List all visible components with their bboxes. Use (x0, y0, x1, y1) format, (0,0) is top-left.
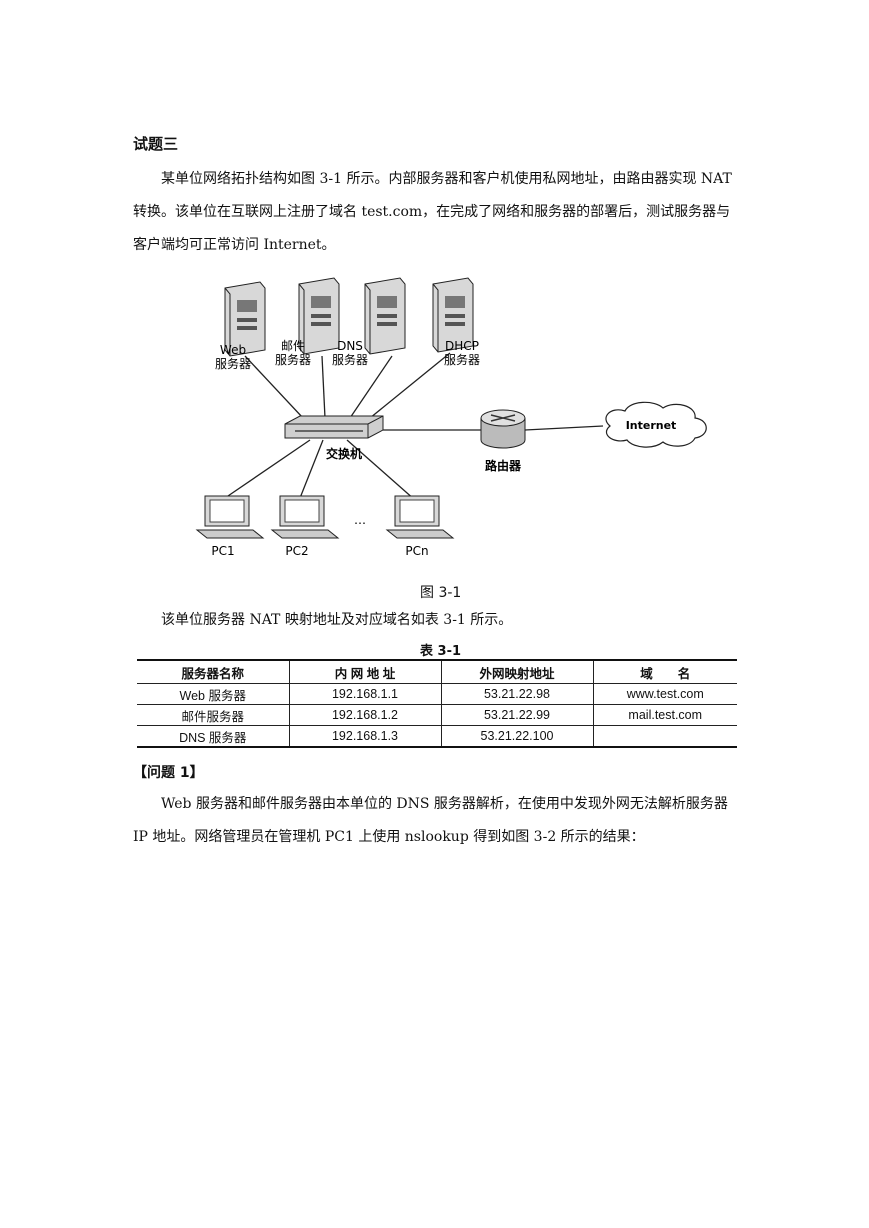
cell-external-address: 53.21.22.100 (440, 725, 594, 747)
pc-ellipsis: … (354, 513, 366, 527)
cell-internal-address: 192.168.1.3 (288, 725, 442, 747)
router-icon (480, 409, 526, 449)
mail-server-label-2: 服务器 (275, 352, 311, 367)
mail-server-icon (298, 277, 340, 355)
question-1-text: Web 服务器和邮件服务器由本单位的 DNS 服务器解析，在使用中发现外网无法解… (133, 796, 728, 845)
cell-external-address: 53.21.22.98 (440, 683, 594, 705)
mail-server-label-1: 邮件 (281, 339, 305, 353)
question-1-title: 【问题 1】 (133, 765, 204, 781)
connection-lines (224, 352, 604, 501)
dhcp-server-label-2: 服务器 (444, 352, 480, 367)
cell-server-name: DNS 服务器 (137, 725, 290, 747)
dhcp-server-icon (432, 277, 474, 353)
web-server-label-2: 服务器 (215, 356, 251, 371)
dns-server-icon (364, 277, 406, 355)
pc2-label: PC2 (285, 544, 308, 558)
cell-internal-address: 192.168.1.1 (288, 683, 442, 705)
question-1-paragraph: Web 服务器和邮件服务器由本单位的 DNS 服务器解析，在使用中发现外网无法解… (133, 788, 743, 854)
cell-external-address: 53.21.22.99 (440, 704, 594, 726)
cell-domain (592, 725, 737, 747)
table-caption: 表 3-1 (420, 644, 462, 659)
pcn-icon (385, 495, 455, 539)
internet-label: Internet (626, 419, 677, 432)
pcn-label: PCn (405, 544, 428, 558)
router-label: 路由器 (485, 458, 522, 473)
cell-domain: mail.test.com (592, 704, 737, 726)
table-row: Web 服务器 192.168.1.1 53.21.22.98 www.test… (137, 683, 737, 705)
nat-mapping-table: 服务器名称 内 网 地 址 外网映射地址 域 名 Web 服务器 192.168… (137, 659, 737, 748)
header-server-name: 服务器名称 (137, 660, 290, 684)
cell-domain: www.test.com (592, 683, 737, 705)
section-title: 试题三 (133, 135, 179, 153)
pc1-label: PC1 (211, 544, 234, 558)
header-domain: 域 名 (592, 660, 737, 684)
table-row: 邮件服务器 192.168.1.2 53.21.22.99 mail.test.… (137, 704, 737, 726)
table-row: DNS 服务器 192.168.1.3 53.21.22.100 (137, 725, 737, 747)
web-server-icon (224, 281, 266, 357)
web-server-label-1: Web (220, 343, 246, 357)
network-topology-diagram: Web 服务器 邮件 服务器 DNS 服务器 DHCP 服务器 交换机 路由器 … (195, 277, 707, 558)
dhcp-server-label-1: DHCP (445, 339, 479, 353)
header-internal-address: 内 网 地 址 (288, 660, 442, 684)
intro-text: 某单位网络拓扑结构如图 3-1 所示。内部服务器和客户机使用私网地址，由路由器实… (133, 171, 732, 253)
dns-server-label-1: DNS (337, 339, 363, 353)
table-intro-paragraph: 该单位服务器 NAT 映射地址及对应域名如表 3-1 所示。 (133, 604, 743, 637)
table-intro-text: 该单位服务器 NAT 映射地址及对应域名如表 3-1 所示。 (161, 612, 513, 628)
pc2-icon (270, 495, 340, 539)
switch-label: 交换机 (326, 446, 362, 461)
switch-icon (284, 415, 384, 439)
pc1-icon (195, 495, 265, 539)
cell-server-name: Web 服务器 (137, 683, 290, 705)
cell-internal-address: 192.168.1.2 (288, 704, 442, 726)
header-external-address: 外网映射地址 (440, 660, 594, 684)
cloud-icon (605, 401, 707, 448)
table-header-row: 服务器名称 内 网 地 址 外网映射地址 域 名 (137, 660, 737, 684)
dns-server-label-2: 服务器 (332, 352, 368, 367)
cell-server-name: 邮件服务器 (137, 704, 290, 726)
figure-caption: 图 3-1 (420, 585, 462, 601)
intro-paragraph: 某单位网络拓扑结构如图 3-1 所示。内部服务器和客户机使用私网地址，由路由器实… (133, 163, 743, 262)
